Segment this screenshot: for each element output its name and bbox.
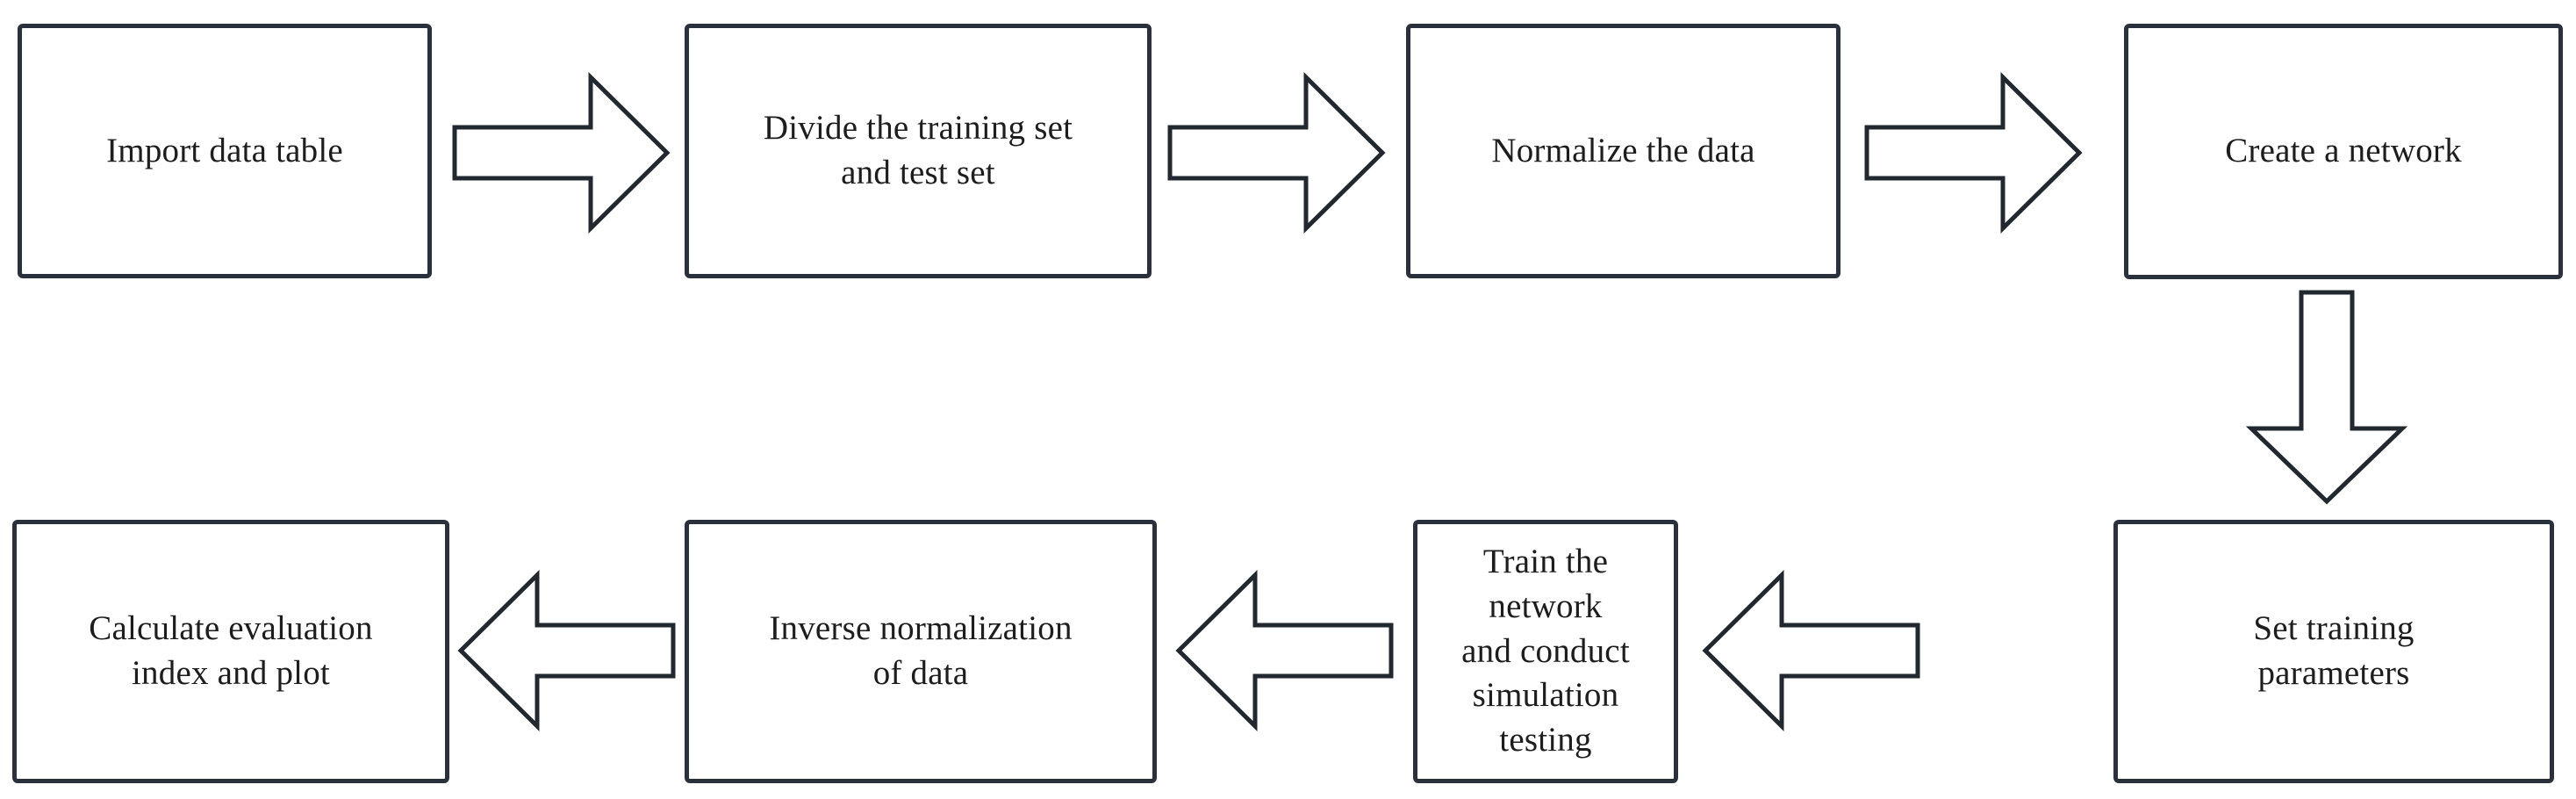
arrow-right-divide-to-normalize	[1167, 72, 1386, 234]
flow-node-label: Train the network and conduct simulation…	[1461, 543, 1630, 759]
flow-node-import-data-table[interactable]: Import data table	[18, 24, 432, 278]
flow-node-label: Create a network	[2225, 132, 2462, 170]
flow-node-inverse-normalization-of-data[interactable]: Inverse normalization of data	[685, 520, 1157, 783]
flow-node-label: Normalize the data	[1491, 131, 1755, 169]
flow-node-normalize-the-data[interactable]: Normalize the data	[1406, 24, 1841, 278]
flow-node-train-network-simulation-testing[interactable]: Train the network and conduct simulation…	[1413, 520, 1678, 783]
flow-node-divide-training-test-set[interactable]: Divide the training set and test set	[685, 24, 1152, 278]
flow-node-calculate-evaluation-index-and-plot[interactable]: Calculate evaluation index and plot	[12, 520, 449, 783]
flow-node-label: Calculate evaluation index and plot	[89, 609, 373, 692]
arrow-right-normalize-to-create	[1864, 72, 2083, 234]
arrow-left-train-to-inverse-normalization	[1175, 570, 1394, 731]
flow-node-label: Divide the training set and test set	[763, 109, 1073, 191]
arrow-right-import-to-divide	[452, 72, 671, 234]
flow-node-label: Import data table	[106, 131, 343, 169]
arrow-left-set-training-to-train	[1702, 570, 1920, 731]
flow-node-create-a-network[interactable]: Create a network	[2124, 24, 2563, 279]
arrow-down-create-to-set-training	[2245, 290, 2408, 505]
arrow-left-inverse-to-calculate-evaluation	[457, 570, 676, 731]
flow-node-label: Inverse normalization of data	[769, 609, 1073, 692]
flow-node-set-training-parameters[interactable]: Set training parameters	[2113, 520, 2554, 783]
flow-node-label: Set training parameters	[2253, 609, 2415, 692]
